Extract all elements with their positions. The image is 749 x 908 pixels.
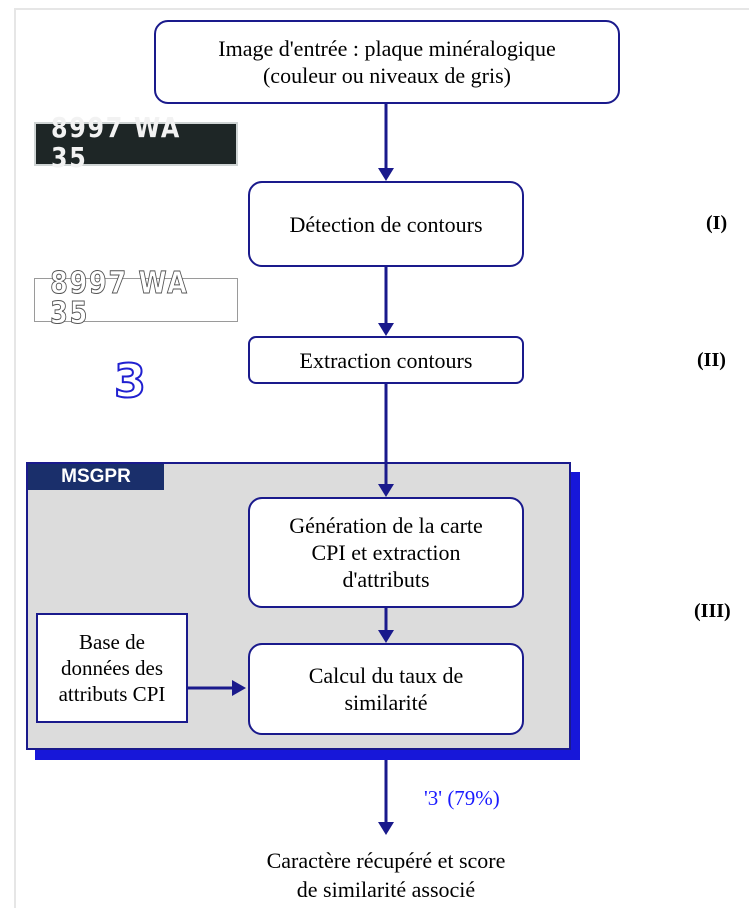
stage-label-three: (III) [694,600,731,622]
extraction-label: Extraction contours [299,347,473,373]
generation-box: Génération de la carte CPI et extraction… [248,497,524,608]
license-plate-image: 8997 WA 35 [34,113,238,173]
extraction-box: Extraction contours [248,336,524,384]
edge-plate-image: 8997 WA 35 [34,268,238,329]
stage-label-two: (II) [697,349,726,371]
detection-box: Détection de contours [248,181,524,267]
arrowhead-generation [378,484,394,497]
database-line-3: attributs CPI [58,682,166,706]
plate-text: 8997 WA 35 [51,111,182,174]
input-line-2: (couleur ou niveaux de gris) [262,63,512,88]
calcul-line-2: similarité [344,690,428,715]
input-image-box: Image d'entrée : plaque minéralogique (c… [154,20,620,104]
detection-label: Détection de contours [289,211,483,237]
generation-line-1: Génération de la carte [289,513,483,538]
figure-frame [14,8,749,908]
input-line-1: Image d'entrée : plaque minéralogique [218,36,556,61]
arrowhead-detection [378,168,394,181]
arrowhead-extraction [378,323,394,336]
extracted-character-image: 3 [113,353,147,409]
calcul-box: Calcul du taux de similarité [248,643,524,735]
arrowhead-database [232,680,246,696]
arrowhead-calcul [378,630,394,643]
output-line-1: Caractère récupéré et score [266,848,506,873]
stage-label-one: (I) [706,212,728,234]
output-text: Caractère récupéré et score de similarit… [220,846,552,904]
database-line-2: données des [60,656,164,680]
arrowhead-output [378,822,394,835]
output-line-2: de similarité associé [296,877,476,902]
generation-line-3: d'attributs [342,567,430,592]
generation-line-2: CPI et extraction [311,540,461,565]
database-box: Base de données des attributs CPI [36,613,188,723]
calcul-line-1: Calcul du taux de [308,663,464,688]
database-line-1: Base de [79,630,145,654]
result-score: '3' (79%) [424,786,500,810]
edge-plate-text: 8997 WA 35 [50,266,189,331]
msgpr-tab: MSGPR [28,464,164,490]
